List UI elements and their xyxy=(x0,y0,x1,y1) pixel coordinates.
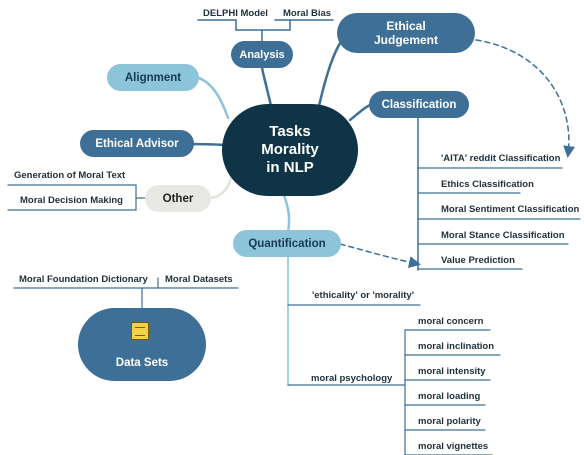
analysis-label: Analysis xyxy=(239,48,285,61)
leaf-moral-foundation-dictionary[interactable]: Moral Foundation Dictionary xyxy=(19,274,148,285)
leaf-moral-datasets[interactable]: Moral Datasets xyxy=(165,274,233,285)
leaf-moral-bias[interactable]: Moral Bias xyxy=(283,8,332,19)
quantification-node[interactable]: Quantification xyxy=(233,230,341,257)
central-topic-line1: Tasks xyxy=(269,123,311,140)
ethical-judgement-line1: Ethical xyxy=(386,19,426,33)
ethical-judgement-node[interactable]: Ethical Judgement xyxy=(337,13,475,53)
leaf-moral-inclination[interactable]: moral inclination xyxy=(418,341,495,352)
leaf-ethicality-or-morality[interactable]: 'ethicality' or 'morality' xyxy=(312,290,414,301)
data-sets-node[interactable]: Data Sets xyxy=(78,308,206,381)
leaf-moral-concern[interactable]: moral concern xyxy=(418,316,484,327)
leaf-moral-sentiment-classification[interactable]: Moral Sentiment Classification xyxy=(441,204,580,215)
classification-label: Classification xyxy=(381,98,457,111)
leaf-value-prediction[interactable]: Value Prediction xyxy=(441,255,515,266)
ethical-judgement-line2: Judgement xyxy=(373,33,438,47)
analysis-node[interactable]: Analysis xyxy=(231,41,293,68)
alignment-node[interactable]: Alignment xyxy=(107,64,199,91)
leaf-moral-polarity[interactable]: moral polarity xyxy=(418,416,481,427)
leaf-moral-stance-classification[interactable]: Moral Stance Classification xyxy=(441,230,565,241)
alignment-label: Alignment xyxy=(124,71,182,84)
central-topic-line2: Morality xyxy=(261,141,319,158)
leaf-aita-classification[interactable]: 'AITA' reddit Classification xyxy=(441,153,561,164)
ethical-advisor-label: Ethical Advisor xyxy=(95,137,179,150)
note-icon xyxy=(131,322,149,340)
leaf-ethics-classification[interactable]: Ethics Classification xyxy=(441,179,534,190)
classification-node[interactable]: Classification xyxy=(369,91,469,118)
central-topic-line3: in NLP xyxy=(266,159,314,176)
leaf-moral-vignettes[interactable]: moral vignettes xyxy=(418,441,489,452)
leaf-moral-decision-making[interactable]: Moral Decision Making xyxy=(20,195,123,206)
data-sets-label: Data Sets xyxy=(115,357,169,369)
central-topic[interactable]: Tasks Morality in NLP xyxy=(222,104,358,196)
other-label: Other xyxy=(162,192,194,205)
leaf-generation-of-moral-text[interactable]: Generation of Moral Text xyxy=(14,170,126,181)
leaf-delphi-model[interactable]: DELPHI Model xyxy=(203,8,268,19)
quantification-label: Quantification xyxy=(248,237,326,250)
ethical-advisor-node[interactable]: Ethical Advisor xyxy=(80,130,194,157)
leaf-moral-intensity[interactable]: moral intensity xyxy=(418,366,486,377)
leaf-moral-psychology[interactable]: moral psychology xyxy=(311,373,393,384)
other-node[interactable]: Other xyxy=(145,185,211,212)
leaf-moral-loading[interactable]: moral loading xyxy=(418,391,481,402)
